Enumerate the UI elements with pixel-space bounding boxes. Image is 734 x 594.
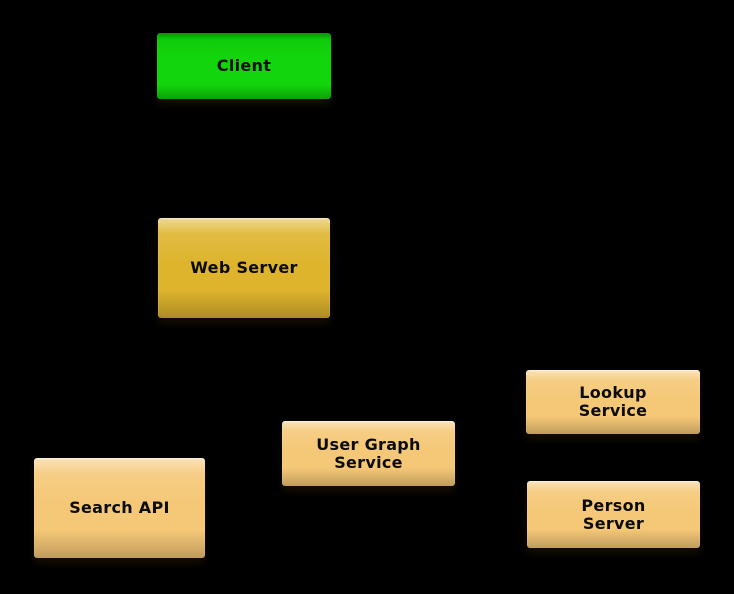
label-line-2: Service <box>334 452 403 472</box>
node-search-api-label: Search API <box>69 498 170 517</box>
node-user-graph-service[interactable]: User Graph Service <box>282 421 455 486</box>
node-search-api[interactable]: Search API <box>34 458 205 558</box>
label-line-1: User Graph <box>316 434 421 454</box>
node-web-server[interactable]: Web Server <box>158 218 330 318</box>
node-user-graph-service-label: User Graph Service <box>316 434 421 472</box>
node-client-label: Client <box>216 56 272 75</box>
label-line-1: Person <box>581 495 646 515</box>
node-web-server-label: Web Server <box>190 258 298 277</box>
node-lookup-service[interactable]: Lookup Service <box>526 370 700 434</box>
node-lookup-service-label: Lookup Service <box>579 384 648 420</box>
node-client[interactable]: Client <box>157 33 331 99</box>
label-line-2: Service <box>578 401 648 420</box>
node-person-server[interactable]: Person Server <box>527 481 700 548</box>
node-person-server-label: Person Server <box>581 495 646 533</box>
label-line-1: Lookup <box>579 383 647 402</box>
label-line-2: Server <box>582 513 645 533</box>
